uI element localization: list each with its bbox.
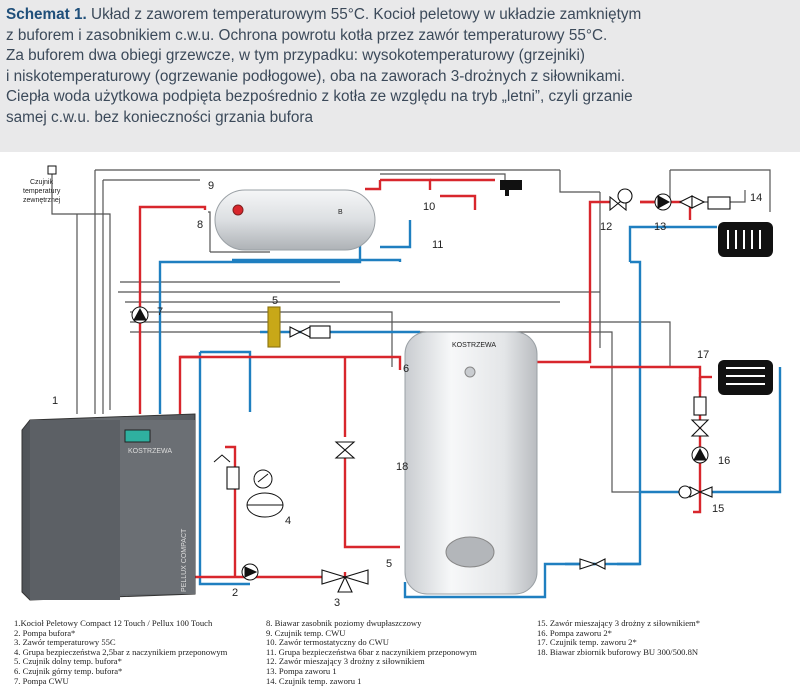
legend-item: 7. Pompa CWU [14,675,69,686]
outdoor-sensor: Czujnik temperatury zewnętrznej [23,165,61,204]
svg-text:13: 13 [654,221,666,233]
svg-text:12: 12 [600,221,612,233]
legend-item: 6. Czujnik górny temp. bufora* [14,665,123,676]
svg-text:15: 15 [712,503,724,515]
caption: Schemat 1. Układ z zaworem temperaturowy… [6,5,796,129]
radiator [718,222,773,257]
legend-item: 3. Zawór temperaturowy 55C [14,637,116,648]
legend-item: 14. Czujnik temp. zaworu 1 [266,675,362,686]
buffer-logo: KOSTRZEWA [452,342,496,349]
caption-line: samej c.w.u. bez konieczności grzania bu… [6,108,313,126]
legend-item: 10. Zawór termostatyczny do CWU [266,637,389,648]
legend-item: 9. Czujnik temp. CWU [266,627,346,638]
svg-text:8: 8 [197,219,203,231]
svg-text:10: 10 [423,201,435,213]
legend-item: 13. Pompa zaworu 1 [266,665,337,676]
svg-text:5: 5 [272,295,278,307]
svg-text:5: 5 [386,558,392,570]
svg-text:14: 14 [750,192,762,204]
expansion-vessel [213,454,284,518]
legend: 1.Kocioł Peletowy Compact 12 Touch / Pel… [0,618,800,700]
legend-item: 18. Biawar zbiornik buforowy BU 300/500.… [537,646,699,657]
legend-item: 5. Czujnik dolny temp. bufora* [14,656,122,667]
hot-water-cylinder: B [214,189,376,251]
svg-text:zewnętrznej: zewnętrznej [23,197,61,204]
legend-column-1: 1.Kocioł Peletowy Compact 12 Touch / Pel… [14,618,228,686]
legend-column-2: 8. Biawar zasobnik poziomy dwupłaszczowy… [266,618,477,686]
svg-text:1: 1 [52,395,58,407]
svg-text:6: 6 [403,363,409,375]
svg-text:7: 7 [157,306,163,318]
caption-line: Za buforem dwa obiegi grzewcze, w tym pr… [6,47,585,65]
pellet-boiler: KOSTRZEWA PELLUX COMPACT [21,413,196,601]
tap-icon [500,180,522,196]
underfloor-heating [718,360,773,395]
legend-item: 8. Biawar zasobnik poziomy dwupłaszczowy [266,618,422,628]
valves [226,188,731,593]
legend-column-3: 15. Zawór mieszający 3 drożny z siłownik… [537,618,700,657]
svg-text:4: 4 [285,515,291,527]
caption-line: Układ z zaworem temperaturowym 55°C. Koc… [91,6,642,23]
legend-item: 15. Zawór mieszający 3 drożny z siłownik… [537,618,700,628]
caption-line: i niskotemperaturowy (ogrzewanie podłogo… [6,67,625,85]
component-numbers: 1 2 3 4 5 5 6 7 8 9 10 11 12 13 14 15 16… [52,180,762,609]
caption-title: Schemat 1. [6,6,87,23]
legend-item: 17. Czujnik temp. zaworu 2* [537,637,637,648]
pumps [131,193,709,581]
svg-text:Czujnik: Czujnik [30,179,53,186]
caption-line: Ciepła woda użytkowa podpięta bezpośredn… [6,88,633,106]
caption-line: z buforem i zasobnikiem c.w.u. Ochrona p… [6,26,608,44]
legend-item: 11. Grupa bezpieczeństwa 6bar z naczynik… [266,646,477,657]
svg-text:17: 17 [697,349,709,361]
legend-item: 1.Kocioł Peletowy Compact 12 Touch / Pel… [14,618,213,628]
svg-text:B: B [338,209,343,216]
svg-text:temperatury: temperatury [23,188,61,195]
svg-text:2: 2 [232,587,238,599]
legend-item: 2. Pompa bufora* [14,627,76,638]
svg-text:16: 16 [718,455,730,467]
heating-schematic: B KOSTRZEWA KOSTRZEWA PELLUX COMPACT [21,165,782,609]
boiler-brand: PELLUX COMPACT [181,528,188,592]
caption-area: Schemat 1. Układ z zaworem temperaturowy… [0,0,800,152]
svg-text:11: 11 [432,239,443,251]
svg-text:9: 9 [208,180,214,192]
legend-item: 4. Grupa bezpieczeństwa 2,5bar z naczyni… [14,646,228,657]
svg-text:3: 3 [334,597,340,609]
svg-text:18: 18 [396,461,408,473]
legend-item: 12. Zawór mieszający 3 drożny z siłownik… [266,656,425,667]
boiler-logo: KOSTRZEWA [128,448,172,455]
legend-item: 16. Pompa zaworu 2* [537,627,612,638]
buffer-tank: KOSTRZEWA [404,331,538,595]
